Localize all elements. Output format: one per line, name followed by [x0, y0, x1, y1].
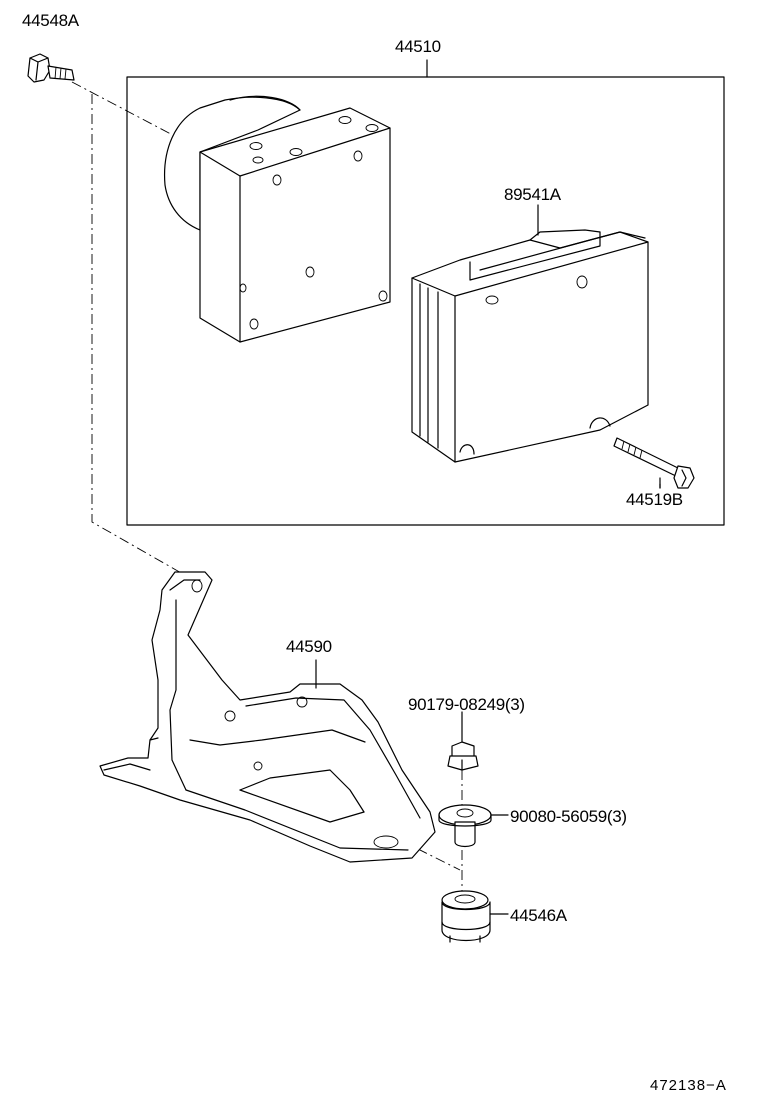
cushion-icon [441, 890, 491, 943]
label-collar-90080: 90080-56059(3) [510, 807, 627, 826]
label-bolt-90179: 90179-08249(3) [408, 695, 525, 714]
actuator-icon [163, 95, 391, 343]
left-dash-vertical [91, 94, 191, 579]
label-assembly-44510: 44510 [395, 37, 441, 56]
collar-icon [438, 804, 492, 848]
bolt-icon [27, 53, 75, 83]
ecu-icon [411, 229, 649, 463]
label-bolt-44548a: 44548A [22, 11, 79, 30]
ecu-bolt-icon [613, 437, 695, 489]
label-ecu-89541a: 89541A [504, 185, 561, 204]
assembly-box [126, 76, 725, 526]
small-bolt-icon [447, 741, 479, 771]
label-ecu-bolt-44519b: 44519B [626, 490, 683, 509]
bracket-icon [99, 571, 436, 863]
mount-dash [399, 839, 461, 871]
label-bracket-44590: 44590 [286, 637, 332, 656]
label-cushion-44546a: 44546A [510, 906, 567, 925]
figure-number: 472138−A [650, 1077, 727, 1094]
